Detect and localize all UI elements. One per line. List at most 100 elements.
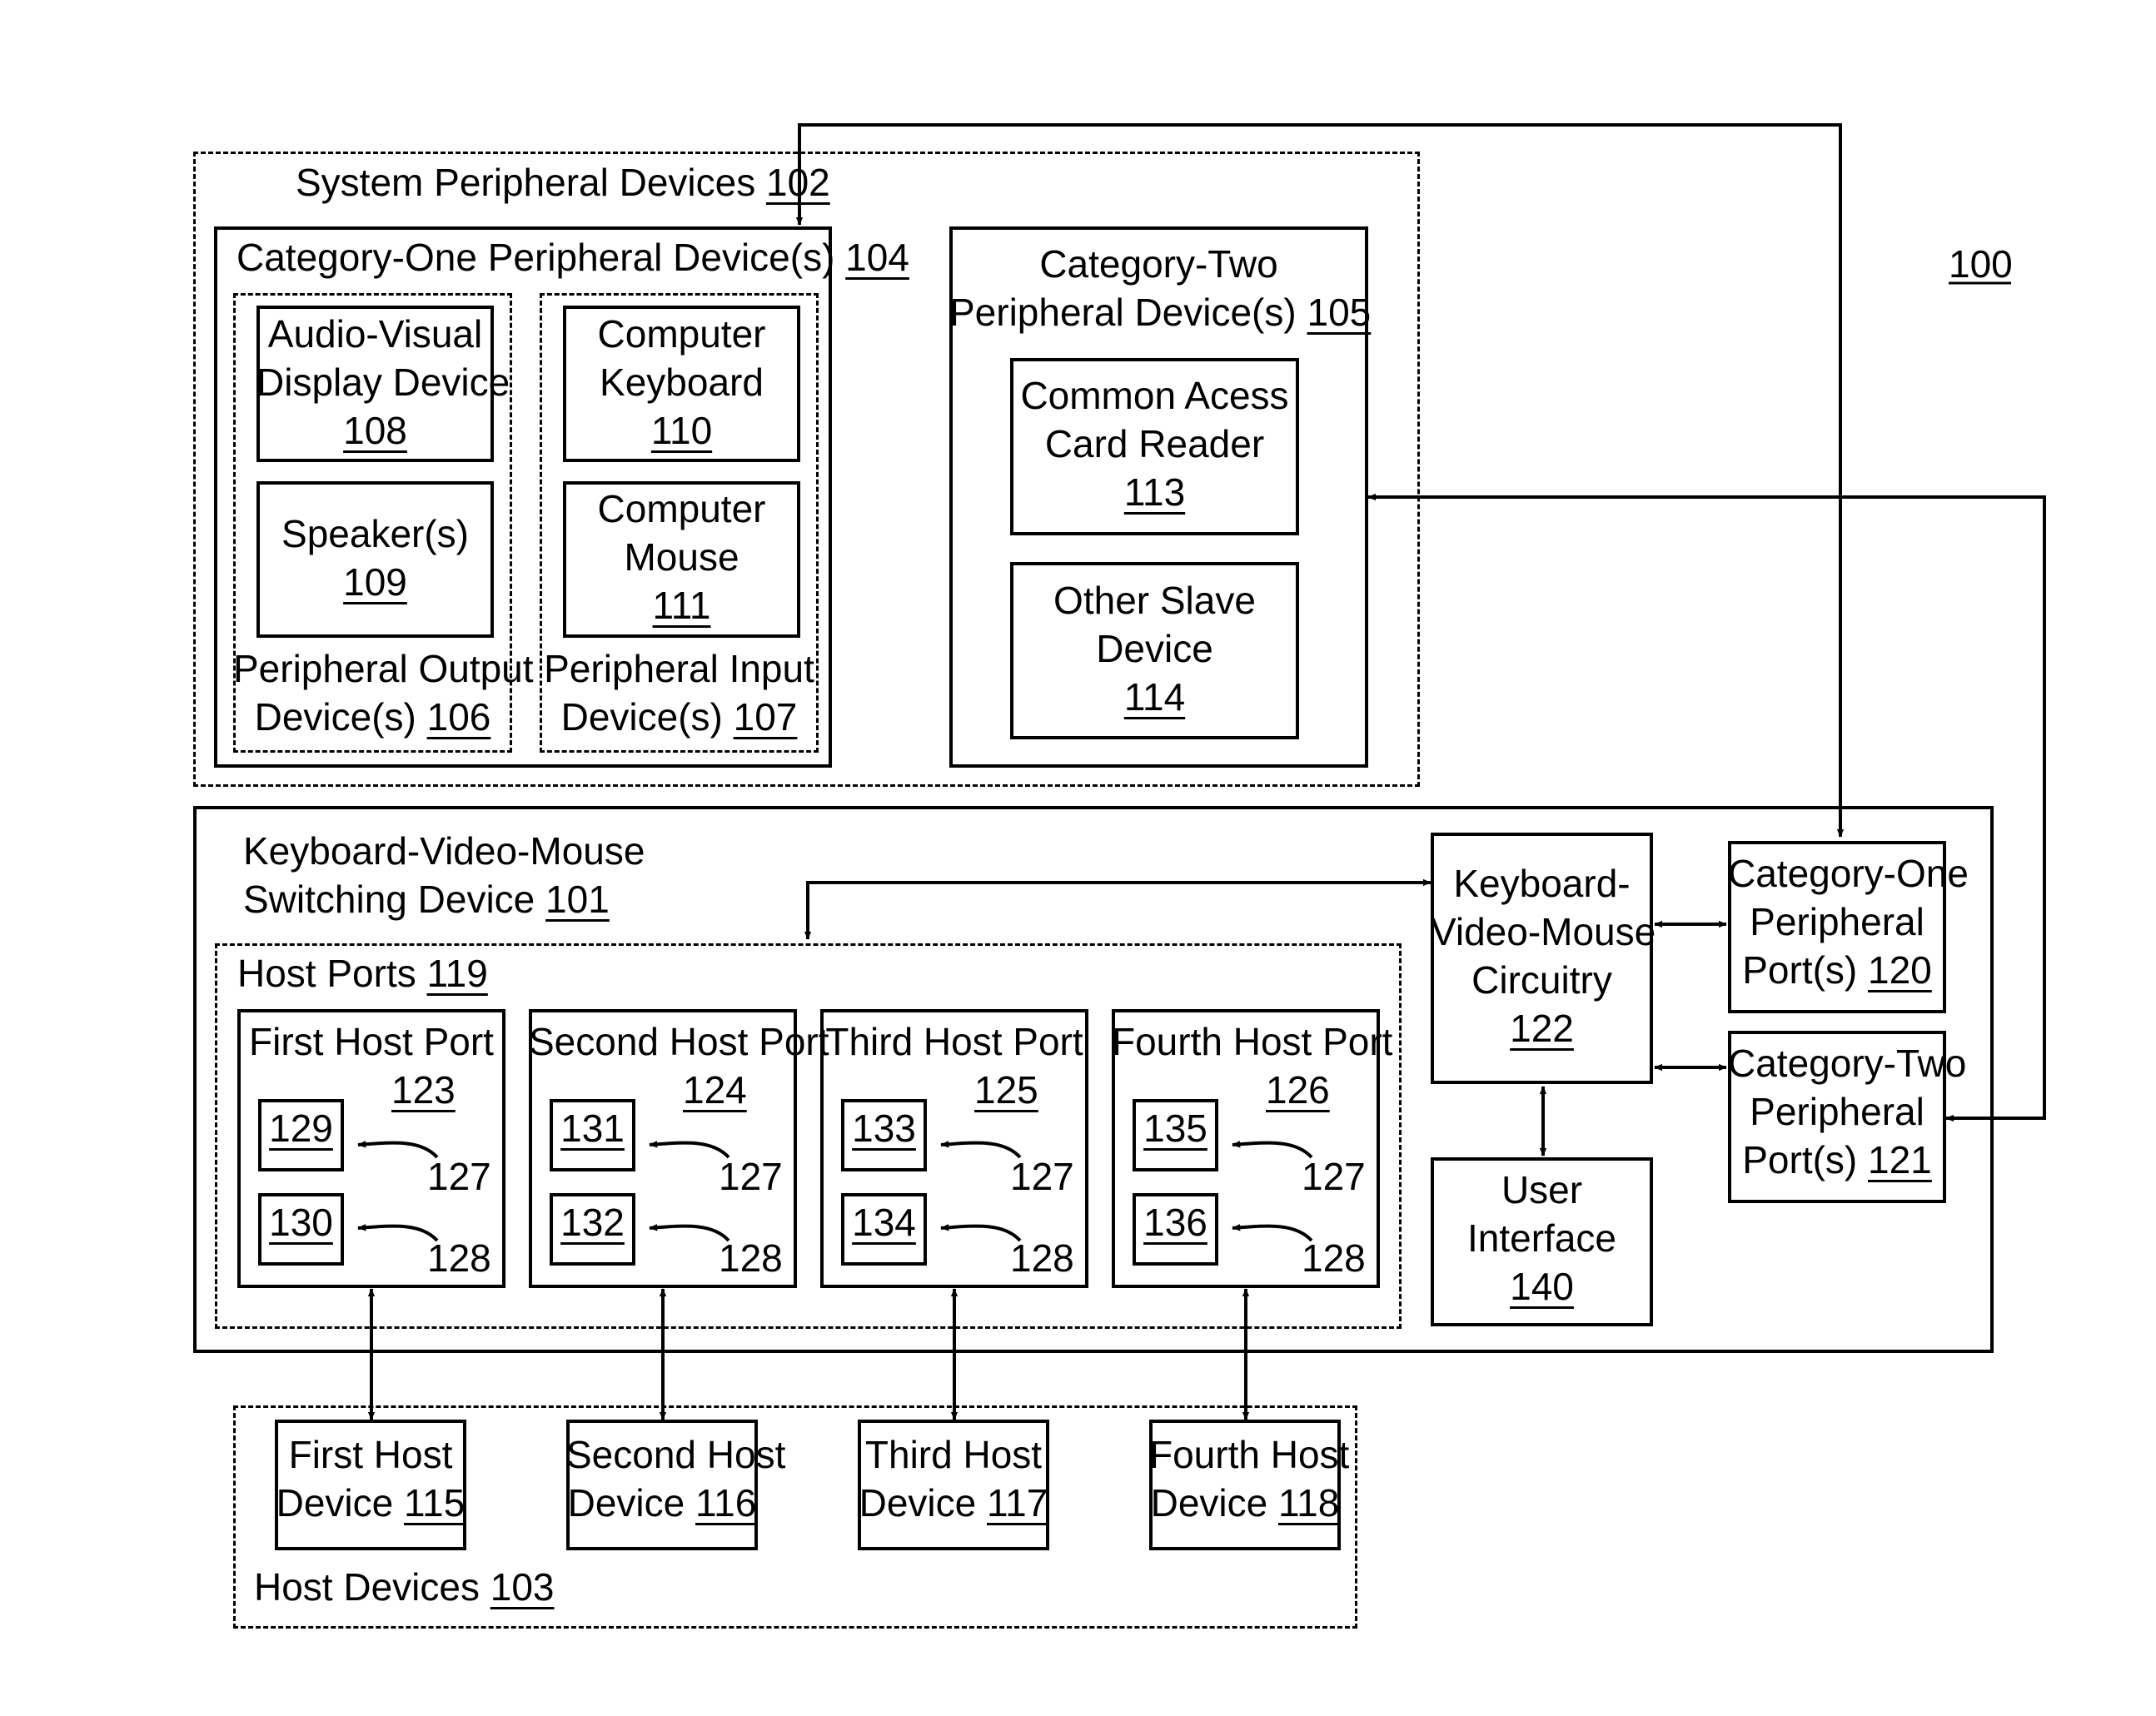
cat-one-ports-line2: Peripheral bbox=[1728, 898, 1946, 946]
computer-mouse-line2: Mouse bbox=[563, 533, 800, 581]
port-129-ref: 129 bbox=[269, 1107, 333, 1150]
other-slave-line1: Other Slave bbox=[1010, 576, 1299, 624]
audio-visual-line2: Display Device bbox=[256, 358, 494, 406]
category-two-devices-ref: 105 bbox=[1307, 291, 1371, 334]
second-host-port-ref: 124 bbox=[683, 1066, 747, 1114]
kvm-switching-ref: 101 bbox=[545, 878, 610, 921]
first-host-port-ref-num: 123 bbox=[391, 1068, 456, 1112]
other-slave-ref: 114 bbox=[1124, 675, 1185, 719]
port-132-ref: 132 bbox=[560, 1201, 625, 1244]
figure-number: 100 bbox=[1949, 240, 2011, 288]
other-slave-device-label: Other Slave Device 114 bbox=[1010, 576, 1299, 721]
port2-lead-127: 127 bbox=[719, 1152, 783, 1201]
computer-mouse-label: Computer Mouse 111 bbox=[563, 485, 800, 629]
port-135-label: 135 bbox=[1133, 1104, 1218, 1152]
cat-two-ports-line2: Peripheral bbox=[1728, 1087, 1946, 1136]
port-130-label: 130 bbox=[258, 1198, 344, 1246]
peripheral-output-ref: 106 bbox=[427, 695, 491, 739]
third-host-port-title: Third Host Port bbox=[820, 1017, 1088, 1066]
first-host-device-ref: 115 bbox=[404, 1481, 465, 1525]
second-host-port-ref-num: 124 bbox=[683, 1068, 747, 1112]
port-133-ref: 133 bbox=[852, 1107, 916, 1150]
host-devices-text: Host Devices bbox=[254, 1565, 480, 1609]
first-host-port-ref: 123 bbox=[391, 1066, 456, 1114]
port-131-ref: 131 bbox=[560, 1107, 625, 1150]
peripheral-input-line2: Device(s) bbox=[561, 695, 723, 739]
fourth-host-device-line1: Fourth Host bbox=[1149, 1430, 1341, 1479]
peripheral-output-devices-label: Peripheral Output Device(s) 106 bbox=[233, 644, 512, 741]
audio-visual-ref: 108 bbox=[343, 409, 407, 452]
audio-visual-display-device-label: Audio-Visual Display Device 108 bbox=[256, 310, 494, 455]
system-peripheral-devices-title: System Peripheral Devices 102 bbox=[296, 158, 830, 206]
fourth-host-port-ref-num: 126 bbox=[1266, 1068, 1330, 1112]
audio-visual-line1: Audio-Visual bbox=[256, 310, 494, 358]
user-interface-label: User Interface 140 bbox=[1431, 1166, 1653, 1311]
peripheral-output-line1: Peripheral Output bbox=[233, 644, 512, 693]
computer-keyboard-line2: Keyboard bbox=[563, 358, 800, 406]
computer-keyboard-ref: 110 bbox=[651, 409, 712, 452]
other-slave-line2: Device bbox=[1010, 624, 1299, 673]
port-134-label: 134 bbox=[841, 1198, 927, 1246]
host-ports-text: Host Ports bbox=[237, 952, 416, 995]
peripheral-input-devices-label: Peripheral Input Device(s) 107 bbox=[540, 644, 819, 741]
peripheral-output-line2: Device(s) bbox=[255, 695, 416, 739]
first-host-device-label: First Host Device 115 bbox=[275, 1430, 466, 1527]
port3-lead-128: 128 bbox=[1010, 1234, 1074, 1282]
third-host-device-ref: 117 bbox=[987, 1481, 1048, 1525]
third-host-device-line2: Device bbox=[859, 1481, 977, 1525]
kvm-circuitry-ref: 122 bbox=[1510, 1007, 1574, 1050]
common-access-card-reader-label: Common Acess Card Reader 113 bbox=[1010, 371, 1299, 516]
category-two-devices-line2: Peripheral Device(s) bbox=[949, 291, 1297, 334]
port4-lead-128: 128 bbox=[1302, 1234, 1366, 1282]
category-one-peripheral-devices-title: Category-One Peripheral Device(s) 104 bbox=[237, 233, 909, 281]
peripheral-input-ref: 107 bbox=[734, 695, 798, 739]
port-132-label: 132 bbox=[550, 1198, 635, 1246]
second-host-device-ref: 116 bbox=[695, 1481, 756, 1525]
third-host-device-label: Third Host Device 117 bbox=[858, 1430, 1049, 1527]
host-ports-ref: 119 bbox=[427, 952, 488, 995]
kvm-circuitry-line1: Keyboard- bbox=[1431, 859, 1653, 908]
category-two-devices-line1: Category-Two bbox=[949, 240, 1368, 288]
fourth-host-device-ref: 118 bbox=[1278, 1481, 1339, 1525]
category-two-peripheral-devices-label: Category-Two Peripheral Device(s) 105 bbox=[949, 240, 1368, 336]
port-136-label: 136 bbox=[1133, 1198, 1218, 1246]
computer-mouse-line1: Computer bbox=[563, 485, 800, 533]
host-ports-title: Host Ports 119 bbox=[237, 949, 488, 997]
port1-lead-128: 128 bbox=[427, 1234, 491, 1282]
computer-keyboard-line1: Computer bbox=[563, 310, 800, 358]
second-host-device-label: Second Host Device 116 bbox=[566, 1430, 758, 1527]
kvm-switching-line1: Keyboard-Video-Mouse bbox=[243, 827, 645, 875]
peripheral-input-line1: Peripheral Input bbox=[540, 644, 819, 693]
computer-keyboard-label: Computer Keyboard 110 bbox=[563, 310, 800, 455]
cat-one-ports-ref: 120 bbox=[1868, 948, 1932, 992]
cat-two-ports-line3: Port(s) bbox=[1742, 1138, 1857, 1181]
fourth-host-device-label: Fourth Host Device 118 bbox=[1149, 1430, 1341, 1527]
category-one-peripheral-devices-ref: 104 bbox=[845, 236, 909, 279]
port-130-ref: 130 bbox=[269, 1201, 333, 1244]
host-devices-title: Host Devices 103 bbox=[254, 1563, 555, 1611]
cat-one-ports-line3: Port(s) bbox=[1742, 948, 1857, 992]
fourth-host-port-ref: 126 bbox=[1266, 1066, 1330, 1114]
speakers-ref: 109 bbox=[343, 560, 407, 604]
kvm-switching-line2: Switching Device bbox=[243, 878, 535, 921]
third-host-port-ref-num: 125 bbox=[974, 1068, 1038, 1112]
speakers-line1: Speaker(s) bbox=[256, 510, 494, 558]
fourth-host-port-title: Fourth Host Port bbox=[1112, 1017, 1380, 1066]
card-reader-line1: Common Acess bbox=[1010, 371, 1299, 420]
user-interface-line1: User bbox=[1431, 1166, 1653, 1214]
port3-lead-127: 127 bbox=[1010, 1152, 1074, 1201]
port1-lead-127: 127 bbox=[427, 1152, 491, 1201]
port4-lead-127: 127 bbox=[1302, 1152, 1366, 1201]
third-host-device-line1: Third Host bbox=[858, 1430, 1049, 1479]
port-136-ref: 136 bbox=[1143, 1201, 1207, 1244]
kvm-circuitry-label: Keyboard- Video-Mouse Circuitry 122 bbox=[1431, 859, 1653, 1052]
first-host-port-title: First Host Port bbox=[237, 1017, 505, 1066]
cat-two-ports-line1: Category-Two bbox=[1728, 1039, 1946, 1087]
category-one-peripheral-devices-text: Category-One Peripheral Device(s) bbox=[237, 236, 834, 279]
third-host-port-ref: 125 bbox=[974, 1066, 1038, 1114]
second-host-device-line1: Second Host bbox=[566, 1430, 758, 1479]
port-129-label: 129 bbox=[258, 1104, 344, 1152]
kvm-circuitry-line3: Circuitry bbox=[1431, 956, 1653, 1004]
card-reader-ref: 113 bbox=[1124, 470, 1185, 514]
